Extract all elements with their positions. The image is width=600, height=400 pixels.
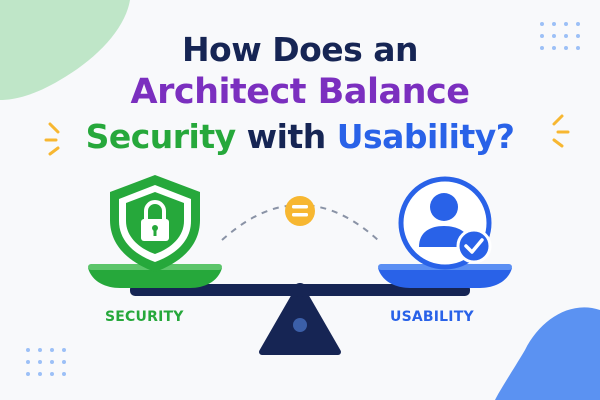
scale-beam	[130, 284, 470, 296]
title-usability-word: Usability?	[336, 117, 515, 156]
title-with-word: with	[235, 117, 337, 156]
title-security-word: Security	[85, 117, 237, 156]
title-line-1: How Does an	[181, 30, 419, 69]
title-line-3: Security with Usability?	[0, 117, 600, 156]
sparkle-right-icon	[552, 114, 570, 148]
dot-grid-bottom-left	[26, 348, 66, 376]
title-line-2: Architect Balance	[130, 72, 470, 112]
left-plate	[88, 268, 222, 288]
dot-grid-top-right	[540, 22, 580, 50]
shield-lock-icon	[110, 175, 200, 272]
usability-label: USABILITY	[390, 309, 474, 325]
sparkle-left-icon	[44, 122, 60, 156]
fulcrum-pivot	[293, 318, 307, 332]
right-plate	[378, 268, 512, 288]
user-check-icon	[398, 176, 492, 270]
equals-icon	[285, 196, 315, 226]
security-label: SECURITY	[105, 309, 184, 325]
